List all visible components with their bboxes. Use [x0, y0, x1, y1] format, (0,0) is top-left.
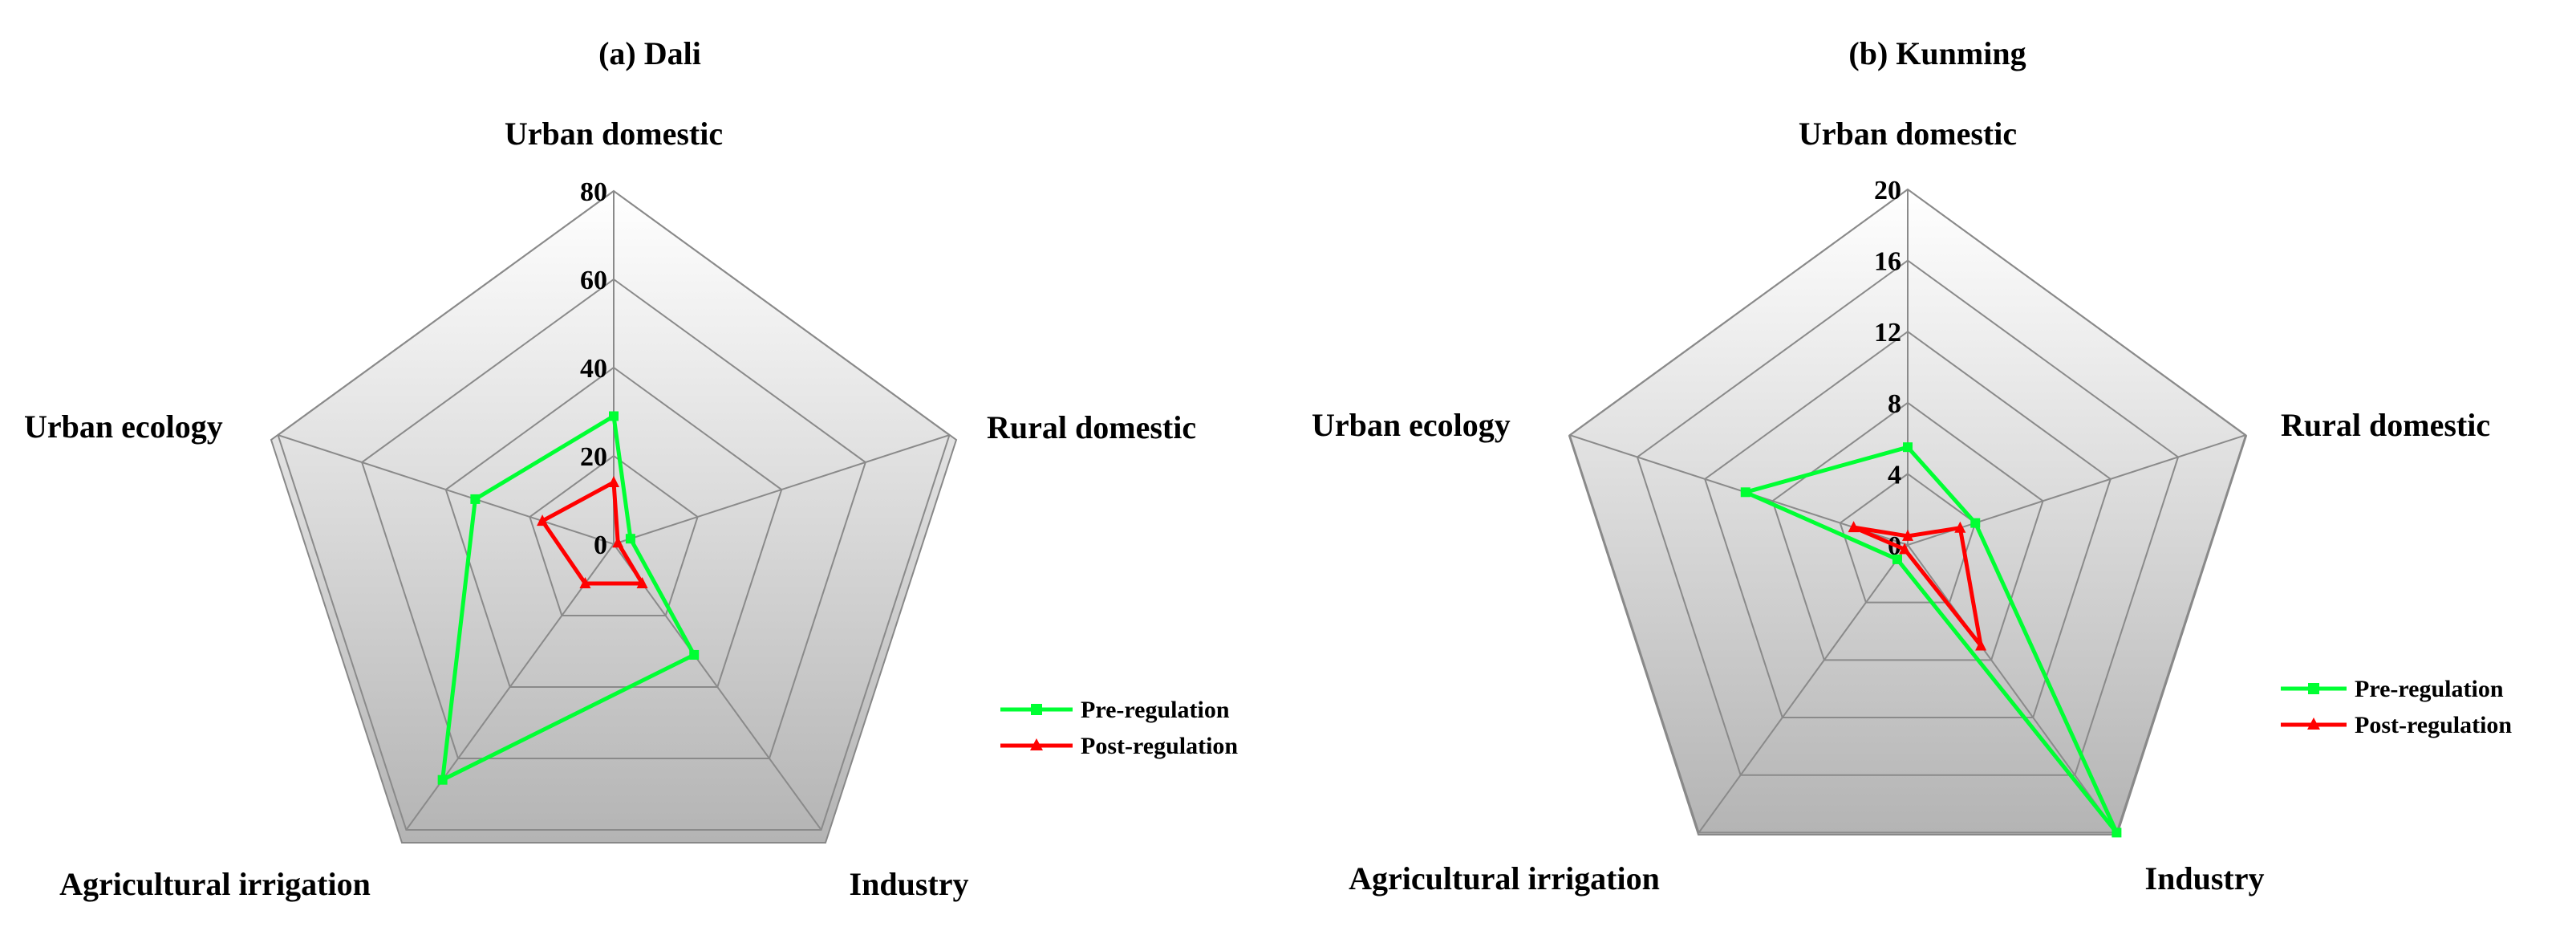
axis-label-rural-domestic: Rural domestic	[2281, 407, 2490, 443]
grid-spoke	[613, 434, 950, 545]
data-point-pre-regulation	[1970, 518, 1981, 528]
tick-label: 16	[1874, 247, 1901, 277]
axis-label-industry: Industry	[850, 866, 969, 902]
grid-ring	[444, 366, 783, 688]
axis-label-urban-domestic: Urban domestic	[505, 116, 723, 152]
data-point-post-regulation	[1848, 521, 1860, 533]
grid-ring	[1636, 259, 2180, 776]
tick-label: 0	[594, 531, 607, 560]
legend-label-post-regulation: Post-regulation	[2355, 712, 2512, 738]
grid-spoke	[1907, 544, 2118, 833]
data-point-post-regulation	[608, 476, 619, 487]
legend-label-post-regulation: Post-regulation	[1081, 733, 1238, 759]
legend-marker-square	[2308, 683, 2319, 694]
axis-label-urban-domestic: Urban domestic	[1799, 116, 2017, 152]
tick-label: 4	[1888, 460, 1901, 490]
tick-label: 40	[580, 354, 607, 384]
tick-label: 12	[1874, 318, 1901, 348]
legend-label-pre-regulation: Pre-regulation	[2355, 676, 2504, 702]
grid-spoke	[613, 543, 822, 831]
tick-label: 20	[580, 442, 607, 472]
data-point-pre-regulation	[437, 774, 448, 785]
legend-marker-triangle	[1030, 738, 1043, 750]
axis-label-industry: Industry	[2145, 860, 2265, 896]
data-point-pre-regulation	[1903, 442, 1913, 453]
data-point-pre-regulation	[470, 494, 481, 504]
tick-label: 8	[1888, 389, 1901, 419]
grid-ring	[1704, 330, 2112, 719]
radar-grid-dali	[277, 189, 951, 831]
data-point-pre-regulation	[1892, 554, 1902, 564]
data-point-post-regulation	[537, 514, 549, 526]
data-point-pre-regulation	[689, 649, 700, 660]
data-point-post-regulation	[579, 576, 591, 588]
legend-kunming: Pre-regulation Post-regulation	[2281, 676, 2512, 738]
data-point-pre-regulation	[2112, 827, 2122, 838]
axis-label-urban-ecology: Urban ecology	[1312, 407, 1511, 443]
data-point-post-regulation	[1975, 639, 1987, 651]
data-point-post-regulation	[1902, 529, 1913, 541]
grid-ring	[1839, 473, 1977, 604]
chart-title-dali: (a) Dali	[598, 35, 701, 71]
grid-ring	[529, 454, 699, 616]
grid-ring	[1568, 188, 2247, 834]
radar-ticks-dali: 0 20 40 60 80	[580, 177, 607, 560]
chart-dali: (a) Dali Urban domestic Rural domestic I…	[24, 35, 1238, 902]
grid-spoke	[1907, 434, 2246, 546]
data-point-pre-regulation	[609, 411, 619, 421]
grid-ring	[360, 278, 867, 759]
chart-kunming: (b) Kunming Urban domestic Rural domesti…	[1312, 35, 2512, 896]
tick-label: 80	[580, 177, 607, 207]
grid-spoke	[1698, 544, 1909, 833]
legend-marker-triangle	[2307, 718, 2320, 730]
axis-label-agricultural-irrigation: Agricultural irrigation	[59, 866, 371, 902]
grid-spoke	[278, 434, 615, 545]
radar-series-dali	[437, 411, 700, 785]
chart-title-kunming: (b) Kunming	[1848, 35, 2026, 71]
data-point-pre-regulation	[625, 534, 635, 544]
series-line-post-regulation	[1852, 525, 1983, 648]
tick-label: 20	[1874, 176, 1901, 205]
radar-series-kunming	[1740, 442, 2122, 838]
legend-dali: Pre-regulation Post-regulation	[1000, 697, 1238, 759]
data-point-post-regulation	[612, 536, 624, 548]
data-point-post-regulation	[1954, 521, 1966, 533]
series-line-pre-regulation	[1743, 445, 2119, 835]
axis-label-urban-ecology: Urban ecology	[24, 409, 223, 445]
legend-marker-square	[1031, 704, 1042, 715]
data-point-pre-regulation	[1740, 487, 1750, 498]
data-point-post-regulation	[1899, 543, 1911, 555]
grid-ring	[1771, 401, 2044, 661]
axis-label-agricultural-irrigation: Agricultural irrigation	[1349, 860, 1660, 896]
series-line-pre-regulation	[440, 414, 696, 783]
tick-label: 60	[580, 266, 607, 295]
grid-ring	[277, 189, 951, 831]
axis-label-rural-domestic: Rural domestic	[987, 409, 1196, 445]
legend-label-pre-regulation: Pre-regulation	[1081, 697, 1230, 723]
data-point-post-regulation	[636, 576, 648, 588]
series-line-post-regulation	[540, 480, 645, 586]
